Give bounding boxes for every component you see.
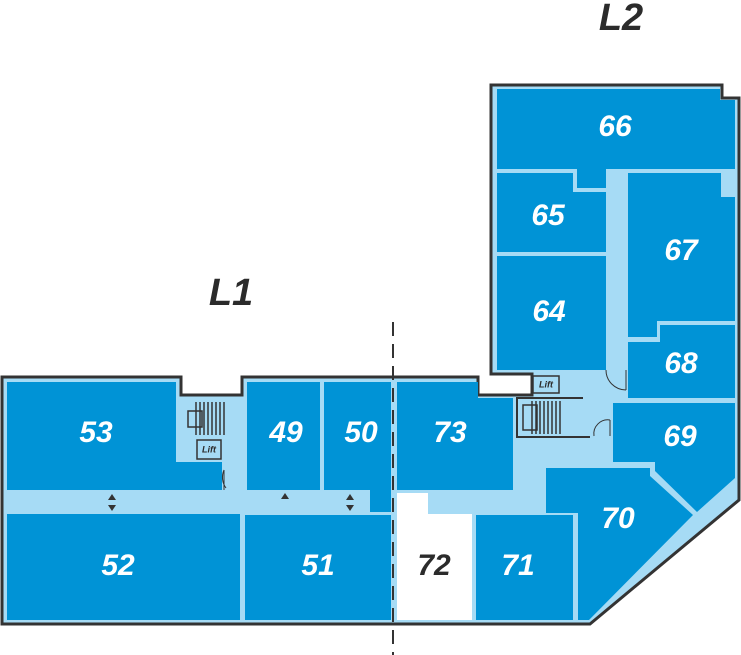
room-69[interactable]: 69 [613,403,735,512]
room-72-label: 72 [417,549,451,582]
arrow-down-icon [108,505,116,511]
room-66-label: 66 [598,110,632,143]
level-label-l2: L2 [599,0,643,39]
arrow-up-icon [108,494,116,500]
room-50-label: 50 [344,416,378,449]
room-51[interactable]: 51 [245,515,391,620]
room-69-label: 69 [663,420,697,453]
stairs-icon [187,402,225,435]
room-53-label: 53 [79,416,113,449]
room-64-label: 64 [532,295,566,328]
arrow-down-icon [346,505,354,511]
room-50[interactable]: 50 [324,382,391,512]
room-49[interactable]: 49 [247,382,320,490]
room-64[interactable]: 64 [497,256,606,370]
room-52-label: 52 [101,549,135,582]
level-label-l1: L1 [209,272,253,314]
room-67-label: 67 [664,234,699,267]
room-51-label: 51 [301,549,334,582]
door-icon [593,419,611,437]
room-68-label: 68 [664,347,698,380]
room-70[interactable]: 70 [546,468,693,620]
room-66[interactable]: 66 [497,89,735,188]
room-65[interactable]: 65 [497,173,606,252]
room-68[interactable]: 68 [628,325,735,398]
room-49-label: 49 [268,416,303,449]
room-71[interactable]: 71 [476,515,573,620]
room-65-label: 65 [531,199,566,232]
lift-l2: Lift [532,375,560,394]
room-67[interactable]: 67 [628,173,735,337]
room-53[interactable]: 53 [7,382,222,490]
lift-l1-label: Lift [202,444,217,454]
room-72[interactable]: 72 [397,493,472,620]
room-73-label: 73 [433,416,467,449]
direction-arrows [108,493,354,511]
room-73[interactable]: 73 [397,382,513,490]
door-icon [221,469,227,490]
lift-l1: Lift [196,439,222,460]
arrow-up-icon [346,494,354,500]
lift-l2-label: Lift [539,379,554,389]
arrow-up-icon [281,493,289,499]
room-70-label: 70 [601,502,635,535]
room-71-label: 71 [501,549,534,582]
door-icon [605,369,627,391]
stairs-icon [516,397,590,438]
room-52[interactable]: 52 [7,514,240,620]
